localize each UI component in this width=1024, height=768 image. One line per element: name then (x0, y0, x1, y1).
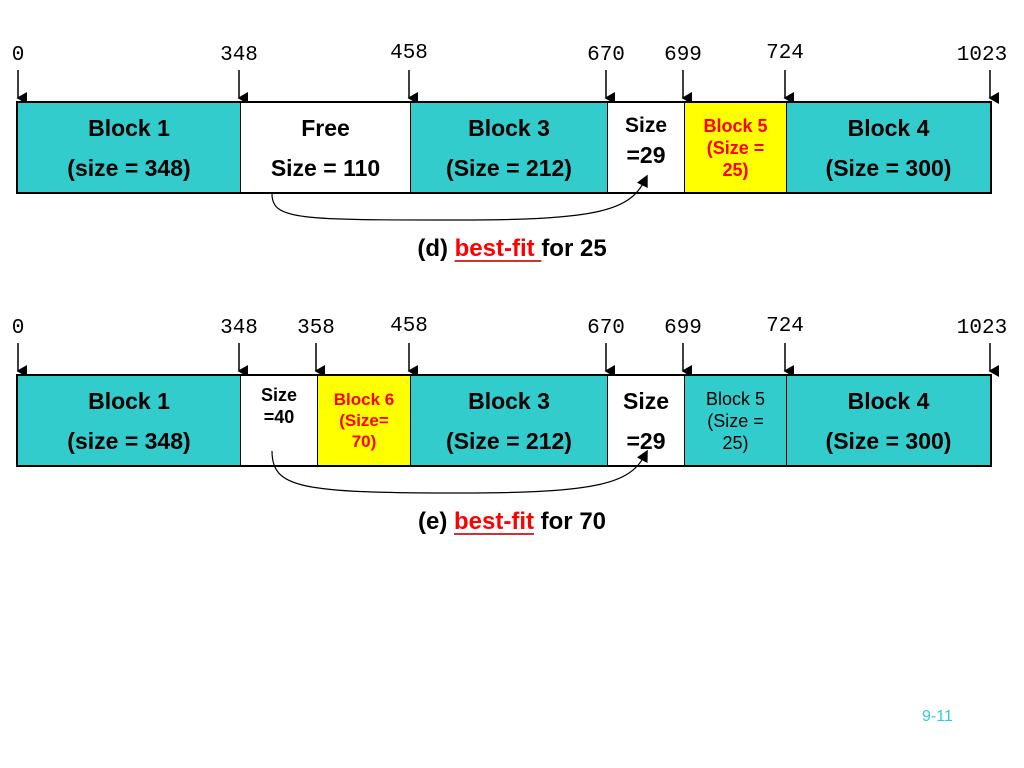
block-title: Size (622, 387, 670, 414)
address-ticks (16, 70, 999, 104)
block-size: (Size= (339, 411, 389, 430)
block-size: (Size = 212) (446, 154, 572, 181)
block-size: (size = 348) (67, 427, 191, 454)
address-label: 458 (390, 315, 428, 338)
address-label: 699 (664, 317, 702, 340)
block-size-cont: 25) (722, 159, 749, 180)
address-label: 1023 (956, 317, 1008, 340)
address-label: 0 (11, 44, 25, 67)
address-label: 670 (587, 44, 625, 67)
block-4: Block 4 (Size = 300) (787, 376, 990, 465)
block-size: (Size = 300) (825, 427, 952, 454)
block-title: Block 3 (468, 387, 550, 414)
address-label: 724 (766, 315, 804, 338)
block-title: Block 1 (88, 114, 170, 141)
memory-bar: Block 1 (size = 348) Size =40 Block 6 (S… (16, 374, 992, 467)
block-title: Block 4 (847, 114, 930, 141)
block-title: Free (301, 114, 350, 141)
block-5: Block 5 (Size = 25) (685, 103, 787, 192)
block-4: Block 4 (Size = 300) (787, 103, 990, 192)
block-title: Block 3 (468, 114, 550, 141)
address-label: 670 (587, 317, 625, 340)
block-title: Block 4 (847, 387, 930, 414)
block-title: Block 1 (88, 387, 170, 414)
address-label: 348 (220, 317, 258, 340)
address-label: 358 (297, 317, 335, 340)
block-title: Size (624, 114, 668, 137)
block-size-cont: 25) (722, 432, 749, 453)
caption-highlight: best-fit (453, 508, 534, 535)
memory-bar: Block 1 (size = 348) Free Size = 110 Blo… (16, 101, 992, 194)
block-title: Block 6 (333, 390, 395, 409)
block-1: Block 1 (size = 348) (18, 376, 241, 465)
block-size-cont: 70) (351, 432, 377, 451)
caption-suffix: for 70 (533, 508, 607, 535)
block-title: Size (260, 385, 298, 405)
block-size: (Size = 212) (446, 427, 572, 454)
block-title: Block 5 (703, 115, 768, 136)
block-size: (Size = (707, 410, 764, 431)
block-size: (size = 348) (67, 154, 191, 181)
block-5: Block 5 (Size = 25) (685, 376, 787, 465)
block-size: (Size = 300) (825, 154, 952, 181)
free-block-small: Size =40 (241, 376, 318, 465)
caption-prefix: (d) (417, 235, 455, 262)
address-label: 348 (220, 44, 258, 67)
free-block-small: Size =29 (608, 103, 685, 192)
block-size: =29 (626, 427, 666, 454)
address-label: 724 (766, 42, 804, 65)
block-6: Block 6 (Size= 70) (318, 376, 411, 465)
block-size: =29 (626, 142, 666, 168)
block-size: =40 (263, 407, 295, 427)
block-title: Block 5 (705, 388, 766, 409)
block-3: Block 3 (Size = 212) (411, 376, 608, 465)
address-label: 699 (664, 44, 702, 67)
caption-highlight: best-fit (454, 235, 542, 262)
block-size: (Size = (706, 137, 765, 158)
free-block: Free Size = 110 (241, 103, 411, 192)
block-1: Block 1 (size = 348) (18, 103, 241, 192)
address-label: 1023 (956, 44, 1008, 67)
address-ticks (16, 343, 999, 377)
address-label: 0 (11, 317, 25, 340)
page-number: 9-11 (922, 708, 953, 725)
diagram-caption: (d) best-fit for 25 (0, 235, 1024, 263)
diagram-caption: (e) best-fit for 70 (0, 508, 1024, 536)
caption-suffix: for 25 (541, 235, 607, 262)
free-block-small: Size =29 (608, 376, 685, 465)
block-3: Block 3 (Size = 212) (411, 103, 608, 192)
block-size: Size = 110 (270, 154, 381, 181)
address-label: 458 (390, 42, 428, 65)
caption-prefix: (e) (417, 508, 454, 535)
